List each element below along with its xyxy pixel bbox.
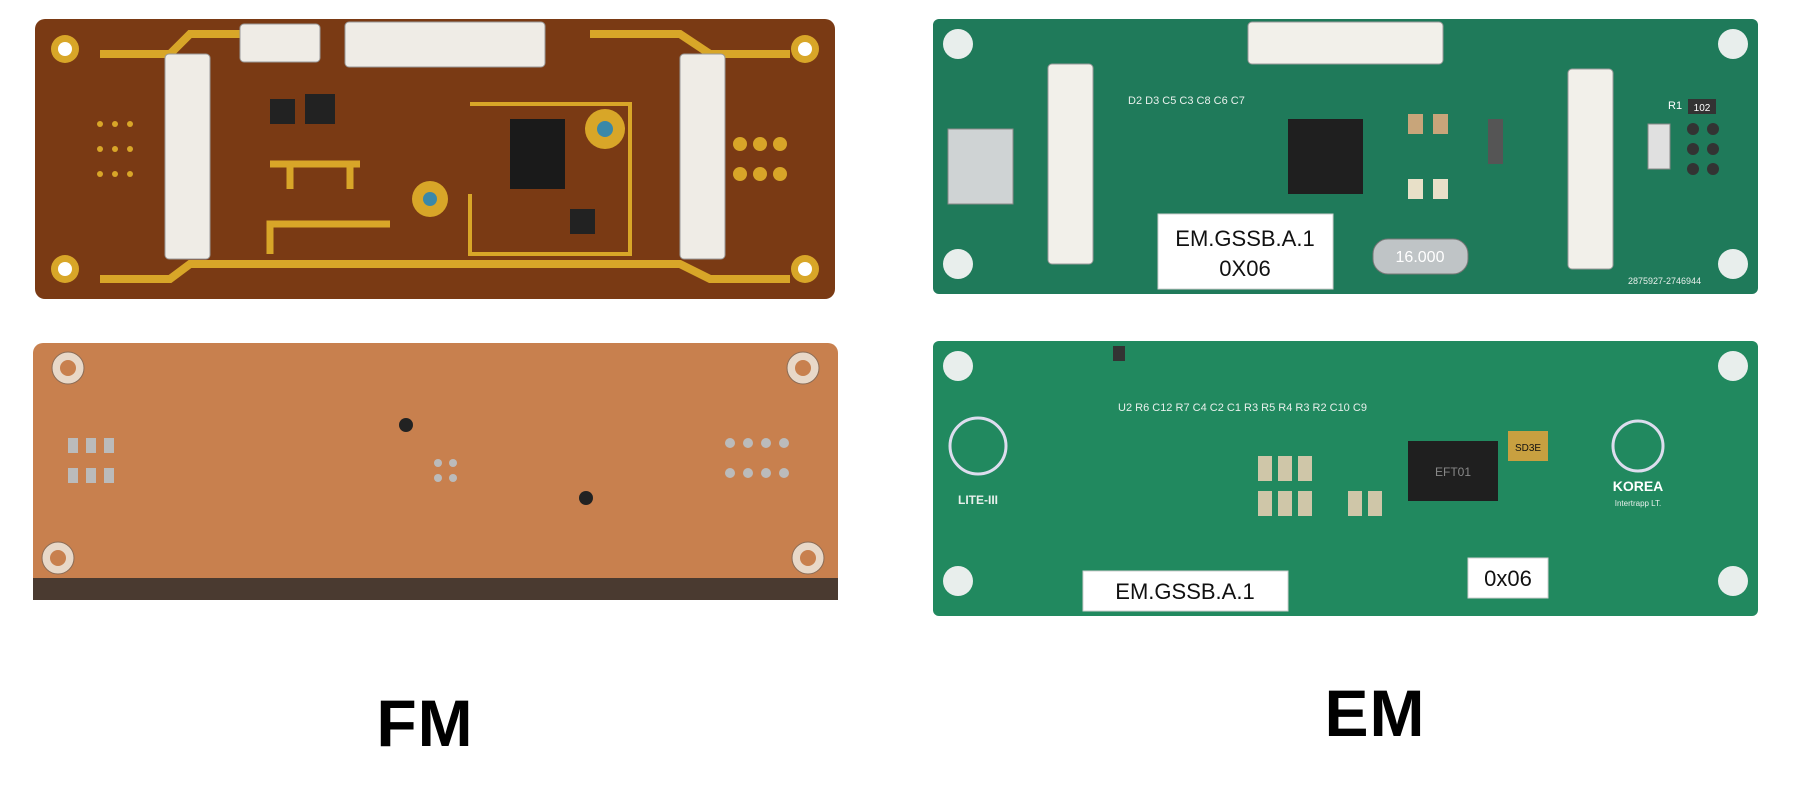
korea-logo: KOREA Intertrapp LT. [1611, 419, 1665, 508]
caption-em: EM [1324, 676, 1426, 750]
em-top-label-line1: EM.GSSB.A.1 [1175, 226, 1314, 251]
reference-designator: C1 [1224, 402, 1241, 414]
em-top-reference-designators: D2 D3 C5 C3 C8 C6 C7 [1128, 95, 1245, 107]
reference-designator: R5 [1258, 402, 1275, 414]
reference-designator: C6 [1211, 95, 1228, 107]
em-bottom-label-right: 0x06 [1484, 566, 1532, 591]
reference-designator: R2 [1309, 402, 1326, 414]
reference-designator: C7 [1228, 95, 1245, 107]
em-top-label-line2: 0X06 [1219, 256, 1270, 281]
korea-logo-text: KOREA [1613, 478, 1664, 494]
reference-designator: D3 [1142, 95, 1159, 107]
reference-designator: R3 [1241, 402, 1258, 414]
reference-designator: C2 [1207, 402, 1224, 414]
reference-designator: C5 [1159, 95, 1176, 107]
reference-designator: R4 [1275, 402, 1292, 414]
fm-bottom-board [33, 343, 838, 600]
reference-designator: C3 [1176, 95, 1193, 107]
crystal-marking: 16.000 [1396, 249, 1445, 266]
serial-number: 2875927-2746944 [1628, 276, 1701, 286]
reference-designator: C12 [1149, 402, 1172, 414]
r1-label: R1 [1668, 100, 1682, 112]
reference-designator: R6 [1132, 402, 1149, 414]
reference-designator: C10 [1327, 402, 1350, 414]
r1-value: 102 [1694, 103, 1711, 114]
em-bottom-label-left: EM.GSSB.A.1 [1115, 579, 1254, 604]
reference-designator: R7 [1172, 402, 1189, 414]
satellite-name: LITE-III [958, 493, 998, 507]
em-bottom-reference-designators: U2 R6 C12 R7 C4 C2 C1 R3 R5 R4 R3 R2 C10… [1118, 402, 1367, 414]
reference-designator: R3 [1292, 402, 1309, 414]
reference-designator: C8 [1193, 95, 1210, 107]
capacitor-marking: SD3E [1515, 443, 1541, 454]
em-bottom-board: EFT01 SD3E EM.GSSB.A.1 0x06 LITE-III KOR… [933, 341, 1758, 616]
reference-designator: C4 [1190, 402, 1207, 414]
reference-designator: C9 [1350, 402, 1367, 414]
chip-marking: EFT01 [1435, 465, 1471, 479]
korea-logo-sub: Intertrapp LT. [1615, 499, 1662, 508]
caption-fm: FM [376, 686, 474, 760]
em-top-board: 16.000 EM.GSSB.A.1 0X06 R1 102 2875927-2… [933, 19, 1758, 294]
reference-designator: D2 [1128, 95, 1142, 107]
fm-top-board [35, 19, 835, 299]
kaist-satellite-logo: LITE-III [948, 416, 1008, 507]
reference-designator: U2 [1118, 402, 1132, 414]
